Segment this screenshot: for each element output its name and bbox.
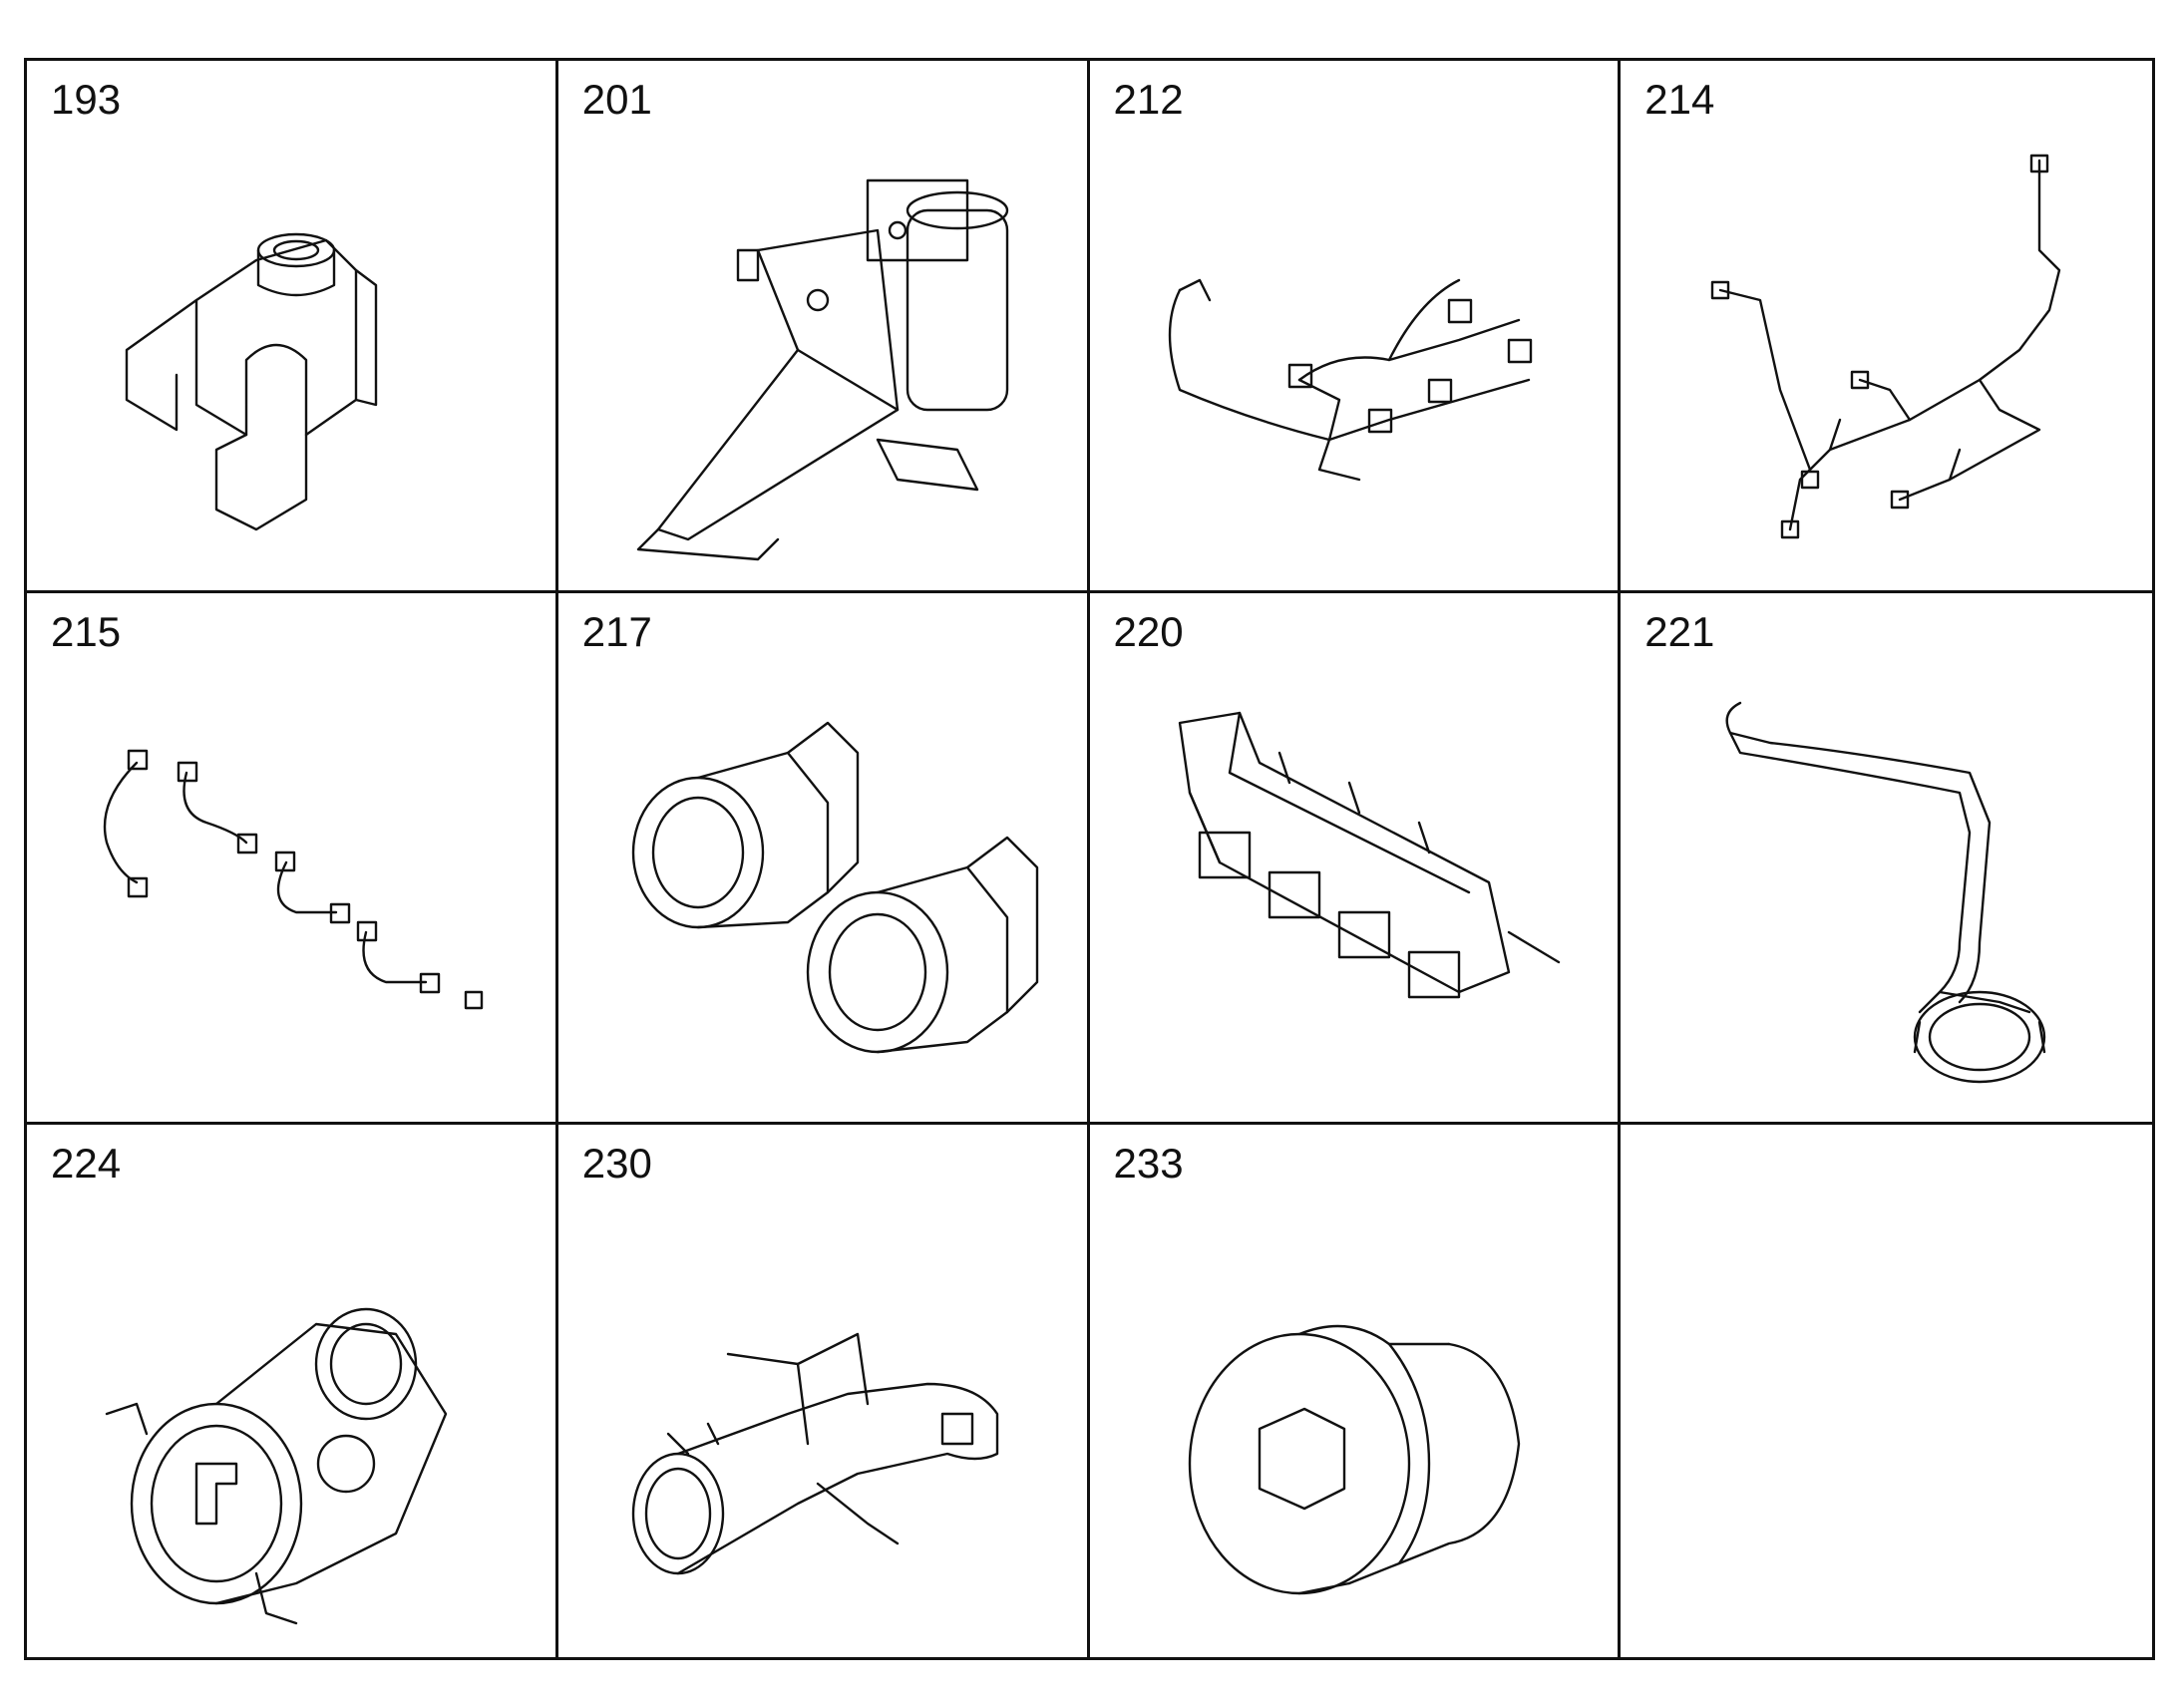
part-number: 217 <box>581 607 652 655</box>
part-number: 201 <box>581 76 652 123</box>
sensor-harness-icon <box>1711 154 2061 539</box>
wiring-harness-icon <box>1168 278 1532 482</box>
part-number: 193 <box>51 76 122 123</box>
empty-cell <box>1621 1125 2152 1657</box>
fuel-filter-bracket-icon <box>636 178 1008 561</box>
hex-plug-icon <box>1188 1325 1520 1595</box>
yoke-flange-icon <box>125 232 378 531</box>
part-number: 224 <box>51 1140 122 1188</box>
part-cell-215[interactable]: 215 <box>27 592 558 1126</box>
part-cell-193[interactable]: 193 <box>27 61 558 593</box>
part-number: 212 <box>1113 76 1184 123</box>
pipe-fittings-icon <box>631 721 1038 1053</box>
part-number: 230 <box>581 1140 652 1188</box>
part-cell-212[interactable]: 212 <box>1089 61 1622 593</box>
part-number: 233 <box>1113 1140 1184 1188</box>
part-cell-224[interactable]: 224 <box>27 1125 558 1657</box>
part-cell-221[interactable]: 221 <box>1621 593 2152 1126</box>
part-cell-214[interactable]: 214 <box>1621 61 2152 593</box>
part-cell-220[interactable]: 220 <box>1089 592 1622 1126</box>
part-number: 220 <box>1113 607 1184 655</box>
coolant-pipe-icon <box>1725 701 2046 1083</box>
injector-lines-icon <box>103 749 484 1009</box>
part-number: 221 <box>1644 607 1715 655</box>
part-number: 214 <box>1644 76 1715 123</box>
part-cell-201[interactable]: 201 <box>557 61 1090 593</box>
part-cell-217[interactable]: 217 <box>557 592 1090 1126</box>
turbocharger-icon <box>105 1308 448 1625</box>
intake-manifold-icon <box>1178 711 1560 998</box>
egr-pipe-icon <box>631 1333 998 1575</box>
part-cell-230[interactable]: 230 <box>558 1125 1090 1657</box>
parts-catalog-grid: 193 201 212 <box>24 58 2155 1660</box>
part-cell-233[interactable]: 233 <box>1090 1125 1622 1657</box>
part-number: 215 <box>51 607 122 655</box>
